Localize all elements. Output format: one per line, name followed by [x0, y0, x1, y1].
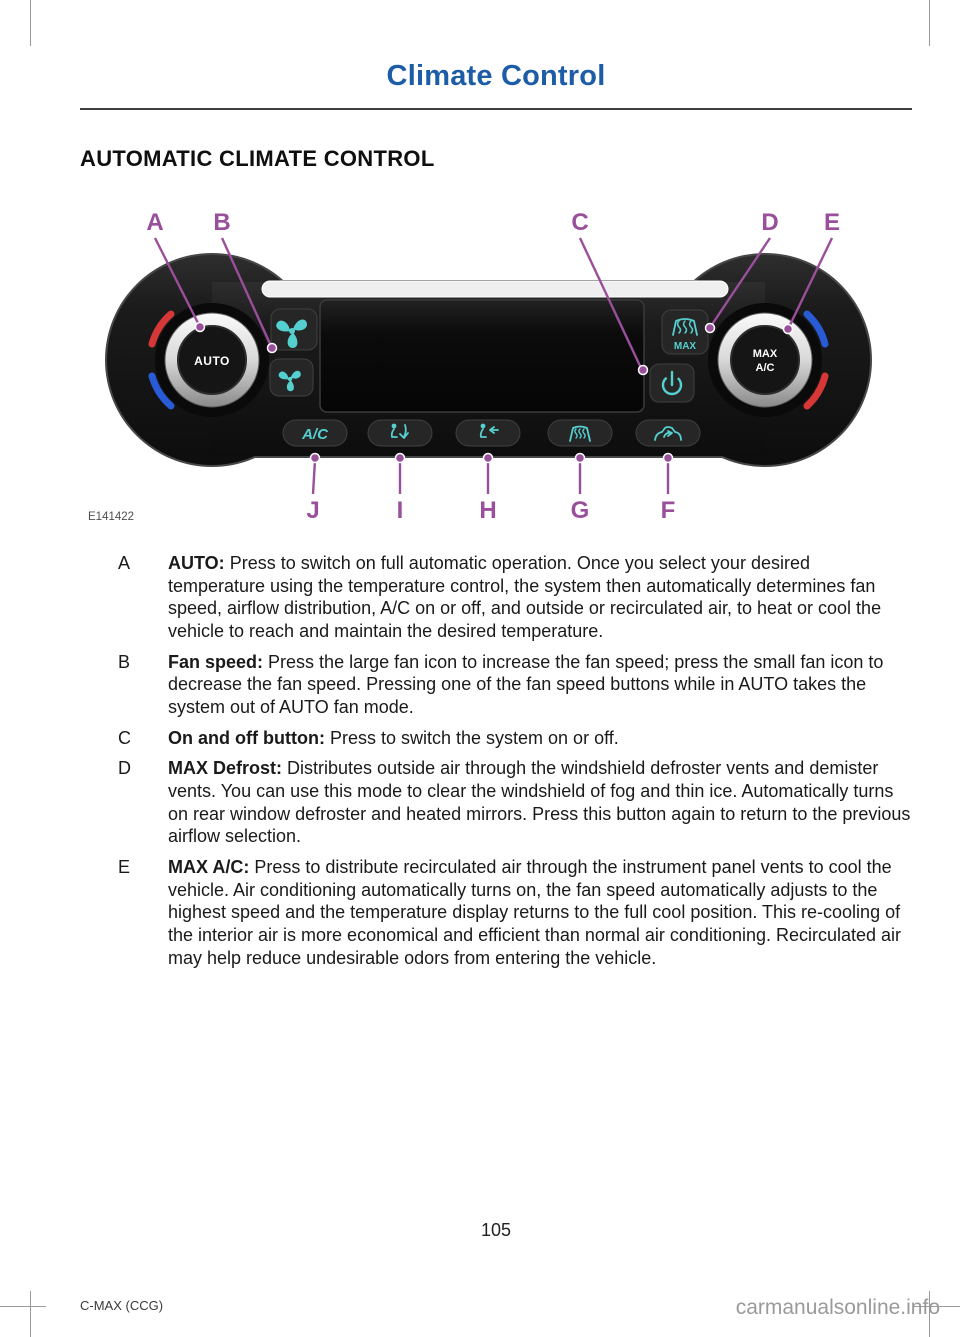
item-letter: E	[118, 857, 131, 878]
max-defrost-label: MAX	[674, 341, 697, 352]
panel-vent-icon	[479, 423, 499, 438]
callouts-bottom: J I H G F	[306, 452, 676, 524]
callout-dot-i	[394, 452, 406, 464]
header-divider	[80, 108, 912, 110]
power-button	[649, 363, 695, 403]
callout-line-d	[710, 237, 771, 327]
callout-label-c: C	[571, 209, 588, 236]
floor-vent-icon	[390, 423, 409, 439]
section-title: AUTOMATIC CLIMATE CONTROL	[80, 146, 435, 171]
callout-dot-e	[782, 323, 794, 335]
page-title: Climate Control	[386, 60, 606, 92]
left-red-temp-arc	[148, 310, 175, 348]
fan-speed-up-button	[270, 308, 318, 351]
item-letter: C	[118, 727, 131, 748]
item-text: Fan speed: Press the large fan icon to i…	[168, 651, 912, 719]
item-term: AUTO:	[168, 553, 225, 573]
callout-line-c	[578, 237, 643, 369]
auto-knob: AUTO	[155, 303, 269, 417]
max-ac-knob: MAX A/C	[708, 303, 822, 417]
callout-line-j	[311, 459, 317, 495]
crop-mark-top-right	[929, 0, 930, 46]
max-defrost-icon	[672, 318, 698, 336]
callout-label-e: E	[824, 209, 840, 236]
item-text: MAX Defrost: Distributes outside air thr…	[168, 757, 912, 848]
item-letter: D	[118, 758, 131, 779]
callout-label-i: I	[397, 497, 404, 524]
definition-item-d: D MAX Defrost: Distributes outside air t…	[80, 757, 912, 848]
callout-dot-f	[662, 452, 674, 464]
callout-line-e	[787, 237, 834, 328]
callout-label-h: H	[479, 497, 496, 524]
item-text: MAX A/C: Press to distribute recirculate…	[168, 856, 912, 969]
callout-dot-a	[194, 321, 206, 333]
item-text: AUTO: Press to switch on full automatic …	[168, 552, 912, 643]
item-letter: B	[118, 651, 131, 672]
item-desc: Press to switch the system on or off.	[329, 727, 619, 748]
ac-button: A/C	[282, 419, 348, 447]
ac-button-label: A/C	[301, 426, 329, 443]
footer-model-code: C-MAX (CCG)	[80, 1298, 164, 1313]
item-desc: Press to distribute recirculated air thr…	[168, 857, 902, 968]
callout-dot-g	[574, 452, 586, 464]
power-icon	[661, 370, 683, 396]
watermark: carmanualsonline.info	[735, 1296, 940, 1319]
callouts-top: A B C D E	[146, 209, 840, 376]
item-letter: A	[118, 553, 131, 573]
right-red-temp-arc	[803, 372, 829, 410]
item-desc: Press to switch on full automatic operat…	[168, 553, 882, 642]
figure-code: E141422	[88, 511, 134, 523]
crop-mark-bottom-right-h	[914, 1306, 960, 1307]
crop-mark-bottom-left-v	[30, 1291, 31, 1337]
callout-label-d: D	[761, 209, 778, 236]
definition-item-b: B Fan speed: Press the large fan icon to…	[80, 651, 912, 719]
item-text: On and off button: Press to switch the s…	[168, 727, 912, 750]
climate-control-figure: AUTO MAX A/C	[85, 198, 875, 528]
page-number: 105	[480, 1220, 512, 1240]
callout-label-b: B	[213, 209, 230, 236]
auto-knob-label: AUTO	[194, 354, 230, 368]
fan-speed-down-button	[269, 358, 314, 397]
right-blue-temp-arc	[803, 310, 829, 348]
max-defrost-button: MAX	[661, 309, 709, 355]
recirculation-icon	[654, 426, 682, 441]
callout-dot-d	[704, 322, 716, 334]
callout-dot-b	[266, 342, 278, 354]
floor-vent-button	[367, 419, 433, 447]
panel-vent-button	[455, 419, 521, 447]
crop-mark-bottom-right-v	[929, 1291, 930, 1337]
crop-mark-top-left	[30, 0, 31, 46]
callout-label-f: F	[661, 497, 676, 524]
item-term: On and off button:	[168, 727, 325, 748]
item-term: MAX A/C:	[168, 857, 250, 878]
definition-item-a: A AUTO: Press to switch on full automati…	[80, 552, 912, 643]
left-blue-temp-arc	[148, 372, 175, 410]
max-ac-knob-label-line2: A/C	[756, 362, 775, 374]
item-term: Fan speed:	[168, 651, 264, 672]
callout-label-g: G	[571, 497, 590, 524]
callout-dot-c	[637, 364, 649, 376]
display-screen	[319, 299, 645, 413]
callout-line-a	[153, 237, 201, 326]
item-term: MAX Defrost:	[168, 758, 283, 779]
windshield-defrost-button	[547, 419, 613, 447]
top-trim-slot	[261, 280, 729, 298]
max-ac-knob-label-line1: MAX	[753, 348, 778, 360]
callout-label-j: J	[306, 497, 319, 524]
definition-list: A AUTO: Press to switch on full automati…	[80, 552, 912, 977]
callout-line-b	[220, 237, 273, 347]
definition-item-c: C On and off button: Press to switch the…	[80, 727, 912, 750]
item-desc: Press the large fan icon to increase the…	[168, 651, 884, 718]
crop-mark-bottom-left-h	[0, 1306, 46, 1307]
definition-item-e: E MAX A/C: Press to distribute recircula…	[80, 856, 912, 969]
callout-label-a: A	[146, 209, 163, 236]
callout-dot-h	[482, 452, 494, 464]
recirculation-button	[635, 419, 701, 447]
climate-control-illustration: AUTO MAX A/C	[88, 209, 872, 524]
callout-dot-j	[309, 452, 321, 464]
item-desc: Distributes outside air through the wind…	[168, 758, 911, 847]
windshield-defrost-icon	[569, 425, 591, 442]
